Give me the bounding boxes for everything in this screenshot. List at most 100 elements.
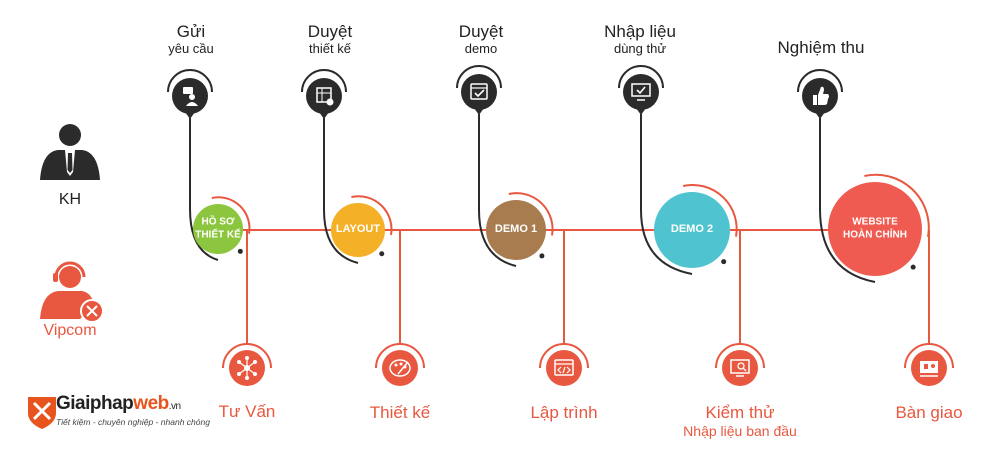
presentation-block: [924, 364, 928, 369]
top-step-arc: [797, 69, 843, 93]
window-frame: [470, 83, 488, 100]
person-body: [186, 102, 198, 106]
milestone-dot: [539, 253, 545, 259]
top-connector-4: [640, 114, 693, 275]
bottom-step-arc: [715, 343, 765, 369]
paint-dot: [394, 363, 398, 367]
customer-icon: [40, 124, 100, 180]
top-step-3: [456, 65, 502, 115]
customer-head: [59, 124, 81, 146]
top-step-4: [618, 65, 664, 115]
bottom-step-3: [539, 343, 589, 386]
top-step-5: [797, 69, 843, 119]
code-brackets: [557, 366, 571, 374]
bottom-step-1: [222, 343, 272, 386]
check-window-icon: [461, 74, 497, 110]
bottom-step-label-2: Thiết kế: [369, 403, 431, 422]
network-node: [253, 372, 257, 376]
milestone-2: [331, 195, 393, 257]
top-connector-2: [323, 118, 359, 264]
milestone-1: [193, 196, 251, 254]
milestone-dot: [910, 264, 916, 270]
code-window: [554, 359, 574, 376]
network-node: [245, 356, 249, 360]
presentation-screen: [920, 361, 938, 373]
logo-mark-icon: [28, 397, 56, 429]
magnifier-lens: [737, 362, 745, 370]
bottom-step-label-3: Lập trình: [530, 403, 598, 422]
milestone-arc: [864, 173, 930, 238]
bottom-step-arc: [539, 343, 589, 369]
top-connector-5: [819, 118, 876, 283]
speech-bubble: [183, 87, 193, 94]
monitor-frame: [730, 359, 750, 374]
person-head: [189, 94, 195, 100]
milestone-circle: [486, 200, 546, 260]
top-step-pointer: [815, 112, 825, 119]
brand-slogan: Tiết kiệm - chuyên nghiệp - nhanh chóng: [56, 417, 210, 427]
top-step-pointer: [636, 108, 646, 115]
code-window-icon: [546, 350, 582, 386]
network-node: [237, 372, 241, 376]
milestone-circle: [654, 192, 730, 268]
milestone-dot: [237, 248, 243, 254]
palette-icon: [382, 350, 418, 386]
top-step-2: [301, 69, 347, 119]
milestone-dot: [379, 251, 385, 257]
presenter-head: [931, 364, 935, 368]
monitor-frame: [631, 83, 651, 97]
milestone-text-2: LAYOUT: [335, 223, 381, 236]
palette-outline: [389, 359, 411, 377]
milestone-5: [828, 173, 930, 276]
top-connector-3: [478, 114, 517, 267]
bottom-step-arc: [904, 343, 954, 369]
paint-dot: [399, 362, 403, 366]
board: [316, 87, 332, 103]
design-board-icon: [306, 78, 342, 114]
provider-head: [59, 266, 81, 288]
top-step-pointer: [185, 112, 195, 119]
milestone-circle: [828, 182, 922, 276]
bottom-step-label-5: Bàn giao: [895, 403, 963, 422]
milestone-arc: [351, 195, 393, 236]
milestone-arc: [682, 183, 738, 237]
top-connector-1: [189, 118, 219, 261]
check-mark: [636, 86, 646, 95]
check-badge: [326, 98, 334, 106]
bottom-step-5: [904, 343, 954, 386]
tools-icon: [86, 305, 98, 317]
top-step-label-5: Nghiệm thu: [777, 38, 865, 57]
thumb: [818, 86, 829, 105]
milestone-arc: [508, 192, 554, 236]
logo-cross: [32, 401, 52, 421]
brand-name: Giaiphapweb.vn: [56, 393, 181, 414]
top-step-pointer: [319, 112, 329, 119]
top-step-label-1: Gửi yêu cầu: [168, 22, 214, 56]
network-node: [253, 360, 257, 364]
milestone-text-3: DEMO 1: [494, 223, 538, 236]
provider-headset: [54, 261, 86, 278]
milestone-text-4: DEMO 2: [670, 223, 714, 236]
bottom-step-arc: [375, 343, 425, 369]
milestone-3: [486, 192, 554, 260]
brand-logo: Giaiphapweb.vn Tiết kiệm - chuyên nghiệp…: [28, 393, 210, 427]
top-step-label-3: Duyệt demo: [458, 22, 504, 56]
monitor-search-icon: [722, 350, 758, 386]
milestone-arc: [211, 196, 251, 234]
milestone-circle: [193, 204, 243, 254]
top-step-arc: [456, 65, 502, 89]
top-step-pointer: [474, 108, 484, 115]
top-step-label-2: Duyệt thiết kế: [307, 22, 353, 56]
provider-label: Vipcom: [43, 322, 97, 339]
bottom-step-2: [375, 343, 425, 386]
customer-tie: [67, 153, 73, 173]
milestone-text-1: HỒ SƠ THIẾT KẾ: [195, 216, 241, 241]
bottom-step-4: [715, 343, 765, 386]
bottom-step-label-4: Kiểm thử Nhập liệu ban đầu: [683, 403, 797, 439]
provider-icon: [40, 261, 104, 323]
network-node: [237, 360, 241, 364]
magnifier-handle: [742, 367, 747, 372]
provider-earpiece: [53, 273, 58, 282]
